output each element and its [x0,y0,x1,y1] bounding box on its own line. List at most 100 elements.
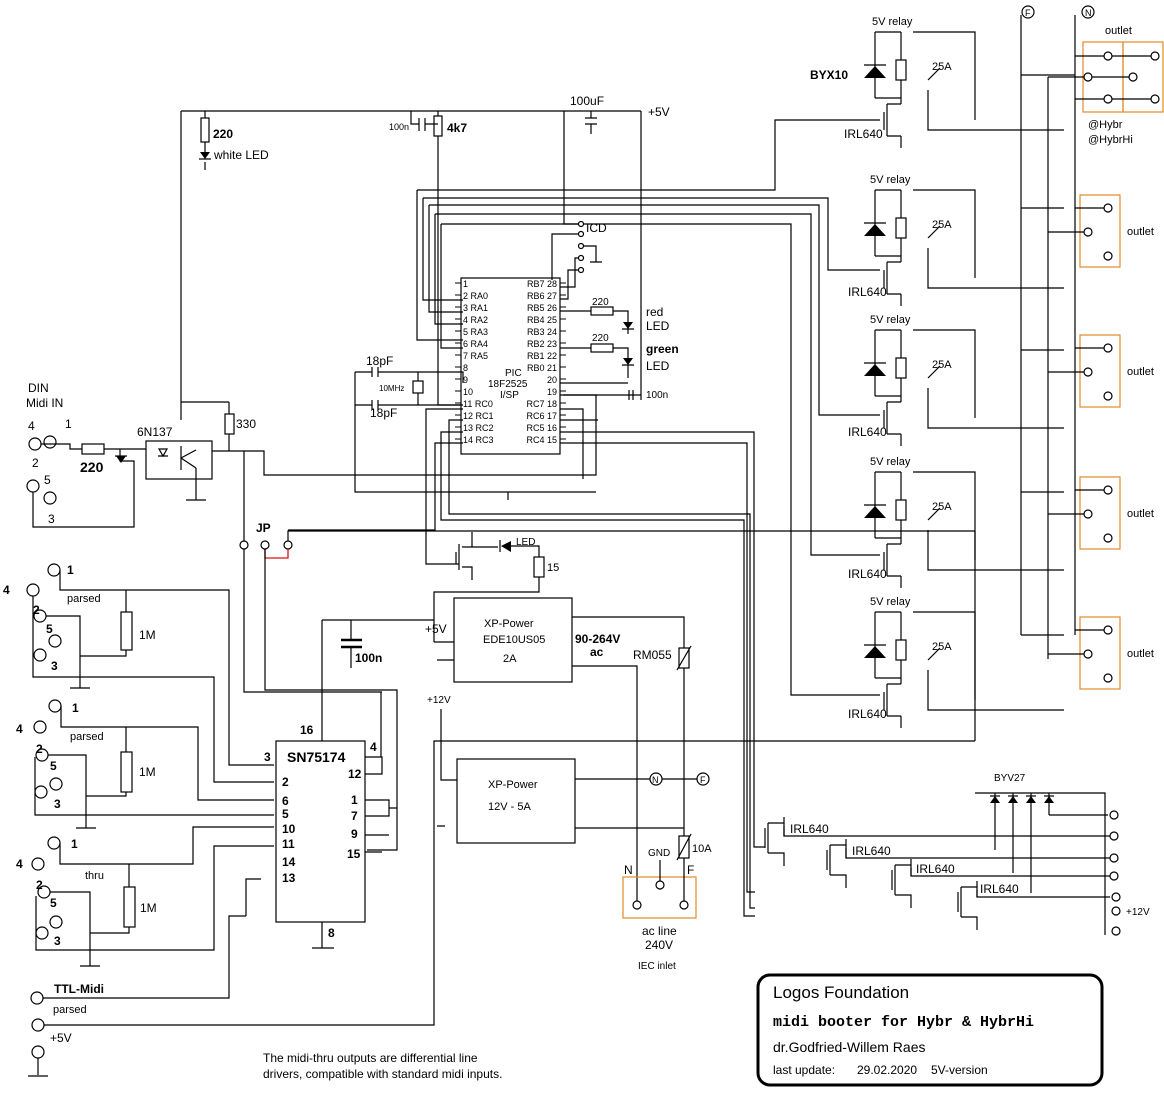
out-pin-3 [1109,853,1119,863]
out1-label: parsed [67,593,101,605]
ac-line-label: ac line [642,924,677,938]
protect-diode-icon [116,456,126,463]
relay-contact [927,365,941,379]
out3-pin-4 [31,857,45,871]
out2-p1: 1 [72,701,79,715]
out1-p5: 5 [46,622,53,636]
out2-pin-1 [48,699,62,713]
relay-coil [895,217,907,239]
node-n-label: N [652,775,659,785]
red-led-label: red [646,305,663,319]
out-pin-5 [1111,892,1121,902]
green-led-label2: LED [646,359,670,373]
relay-wiring [874,471,1064,588]
outlet-pin [1103,533,1113,543]
out3-p5: 5 [50,896,57,910]
out3-pin-3 [35,926,49,940]
pic-right-pin-label: RB1 22 [527,351,557,361]
top-supply: 220 white LED 4k7 100n 100uF +5V [180,94,670,420]
pic-isp: I/SP [500,390,519,401]
din-pin-1 [43,435,57,449]
line-f-label: F [1025,8,1031,18]
out1-p2: 2 [33,603,40,617]
led-label: LED [516,537,535,548]
relay-coil [895,357,907,379]
red-led-label2: LED [646,319,670,333]
out3-p3: 3 [54,934,61,948]
outlet-pin [1083,367,1093,377]
psu-5v-box [453,597,573,683]
iec-n-label: N [624,863,633,877]
pic-left-pin-label: 6 RA4 [463,339,488,349]
out1-res-label: 1M [139,628,156,642]
iec-gnd-label: GND [648,848,670,859]
out1-pin-1 [47,563,61,577]
white-led-label: white LED [213,148,269,162]
outlet-pin [1150,51,1160,61]
din-pin-3-label: 3 [48,512,55,526]
pic-left-pin-label: 11 RC0 [463,399,493,409]
pin4-label: 4 [370,740,377,754]
din-pin-3 [43,491,57,505]
out2-pin-4 [33,720,47,734]
relay-contact [927,225,941,239]
opto-label: 6N137 [137,425,173,439]
byv27-diode-icon [990,796,1000,803]
title-author: dr.Godfried-Willem Raes [773,1039,926,1055]
iec-inlet-label: IEC inlet [638,961,676,972]
relay-section: F N 5V relay25AIRL640BYX10outlet@Hybr@Hy… [810,5,1164,741]
note-line-1: The midi-thru outputs are differential l… [263,1051,478,1065]
relay-wiring [874,611,1064,728]
pic-left-pin-label: 14 RC3 [463,435,494,445]
led-diode-icon [501,541,511,552]
out-pin-12v [1111,906,1121,916]
outlet-label: outlet [1127,508,1154,520]
title-version: 5V-version [931,1063,988,1077]
outlet-pin [1103,51,1113,61]
green-led-icon [623,358,633,365]
cap-100n-top-label: 100n [389,122,409,132]
ac-volt-label: 240V [645,938,673,952]
out1-pin-4 [26,583,40,597]
out3-resistor [123,886,136,928]
pic-left-pin-label: 13 RC2 [463,423,494,433]
pic-left-pin-label: 9 [463,375,468,385]
out1-p4: 4 [3,583,10,597]
out2-resistor [120,751,133,793]
outlet-frame [1079,616,1121,690]
pic-model: 18F2525 [488,379,528,390]
relay-amps: 25A [932,359,952,371]
red-led-icon [623,322,633,329]
resistor-220-led [200,117,210,143]
relay-diode-icon [864,646,886,658]
out-pin-2 [1109,831,1119,841]
psu-5v-model: EDE10US05 [483,634,545,646]
out3-p1: 1 [71,837,78,851]
relay-amps: 25A [932,61,952,73]
outlet-pin [1103,391,1113,401]
relay-fet: IRL640 [848,707,887,721]
plus5v-top-label: +5V [648,105,670,119]
pin8-label: 8 [328,926,335,940]
relay-coil [895,639,907,661]
varistor-label: RM055 [633,648,672,662]
res-15 [533,556,545,578]
icd-pin-5 [577,266,585,274]
outlet-pin [1103,343,1113,353]
pin6-label: 6 [282,794,289,808]
crystal-label: 10MHz [379,384,404,393]
outlet-frame [1079,334,1121,408]
cap-100n-mid-label: 100n [355,651,382,665]
crystal-10mhz [412,380,424,394]
outlet-pin [1103,625,1113,635]
byv27-diode-icon [1026,796,1036,803]
cap-100n-mid: 100n [322,619,434,668]
outlet-pin [1083,509,1093,519]
out1-pin-3 [33,648,47,662]
res-330-label: 330 [236,417,256,431]
